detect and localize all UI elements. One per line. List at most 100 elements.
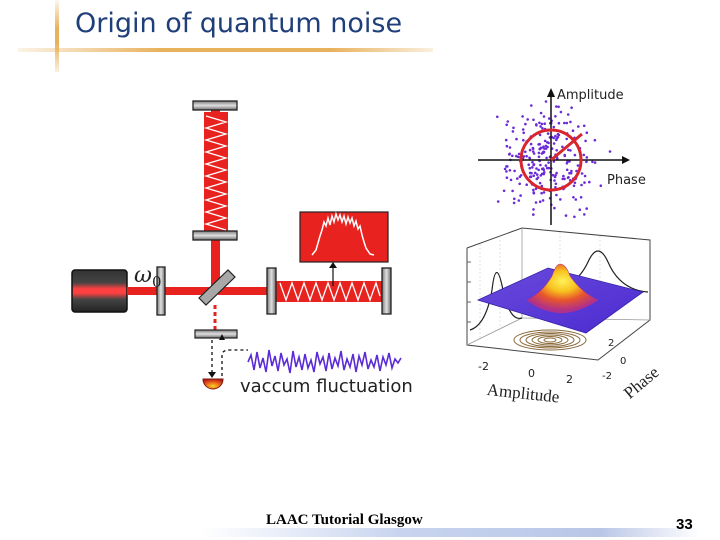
phasor-point bbox=[567, 148, 570, 152]
title-accent-vertical bbox=[55, 0, 59, 72]
phasor-point bbox=[496, 200, 500, 203]
omega-subscript: 0 bbox=[151, 273, 162, 291]
phasor-point bbox=[538, 200, 542, 203]
phasor-point bbox=[541, 127, 544, 130]
input-beam bbox=[127, 287, 215, 295]
phasor-point bbox=[540, 122, 544, 126]
uncertainty-circle bbox=[519, 128, 583, 192]
phasor-point bbox=[569, 120, 572, 124]
phasor-point bbox=[512, 201, 516, 205]
phasor-point bbox=[545, 156, 548, 160]
phasor-point bbox=[576, 164, 580, 167]
phasor-y-label: Amplitude bbox=[557, 88, 624, 103]
phasor-point bbox=[529, 142, 533, 146]
phasor-point bbox=[566, 160, 569, 163]
end-mirror-vertical bbox=[192, 100, 238, 111]
phasor-point bbox=[593, 138, 597, 142]
phasor-point bbox=[536, 176, 540, 179]
title-accent-horizontal bbox=[18, 48, 433, 52]
phasor-point bbox=[572, 184, 576, 188]
phasor-point bbox=[577, 125, 580, 128]
phasor-point bbox=[544, 100, 548, 103]
phasor-point bbox=[505, 170, 508, 173]
wigner-y-tick-1: 0 bbox=[620, 356, 627, 367]
phasor-point bbox=[505, 176, 509, 179]
phasor-point bbox=[505, 123, 509, 127]
phasor-point bbox=[531, 160, 534, 164]
phasor-point bbox=[531, 166, 534, 169]
phasor-point bbox=[551, 173, 555, 177]
phasor-point bbox=[518, 182, 521, 186]
phasor-point bbox=[542, 168, 546, 172]
phasor-point bbox=[553, 179, 556, 182]
phasor-point bbox=[580, 172, 584, 175]
end-mirror-horizontal bbox=[381, 267, 392, 315]
phasor-point bbox=[532, 163, 535, 167]
phasor-point bbox=[565, 168, 569, 172]
phasor-point bbox=[508, 169, 512, 172]
phasor-point bbox=[578, 208, 582, 211]
phasor-point bbox=[546, 145, 549, 149]
phasor-point bbox=[538, 147, 541, 151]
phasor-point bbox=[573, 215, 576, 219]
phasor-point bbox=[570, 106, 573, 109]
phasor-point bbox=[571, 129, 575, 132]
phasor-point bbox=[585, 156, 589, 159]
vacuum-path bbox=[221, 349, 248, 376]
phasor-point bbox=[582, 124, 586, 128]
phasor-point bbox=[542, 115, 546, 118]
phasor-point bbox=[519, 174, 523, 177]
omega-symbol: ω bbox=[134, 263, 152, 288]
phasor-point bbox=[565, 137, 568, 141]
vertical-cavity-wave bbox=[203, 115, 229, 231]
phasor-point bbox=[546, 141, 549, 144]
phasor-point bbox=[552, 125, 556, 129]
phasor-point bbox=[541, 199, 545, 202]
phasor-point bbox=[547, 117, 551, 120]
wigner-contours bbox=[513, 329, 587, 351]
page-number: 33 bbox=[676, 516, 693, 533]
phasor-point bbox=[582, 153, 586, 157]
phasor-point bbox=[511, 189, 514, 193]
phasor-point bbox=[535, 173, 539, 176]
phasor-point bbox=[539, 163, 542, 167]
phasor-point bbox=[515, 154, 518, 158]
phasor-point bbox=[542, 145, 545, 148]
beam-splitter bbox=[198, 269, 236, 306]
phasor-point bbox=[533, 171, 537, 175]
signal-recycling-mirror bbox=[194, 329, 238, 339]
phasor-point bbox=[528, 175, 532, 178]
phasor-point bbox=[532, 118, 535, 122]
phasor-point bbox=[512, 126, 515, 130]
phasor-point bbox=[547, 161, 550, 164]
phasor-point bbox=[540, 184, 544, 188]
phasor-point bbox=[539, 125, 542, 128]
wigner-x-tick-1: 0 bbox=[528, 367, 535, 380]
phasor-point bbox=[545, 166, 549, 170]
phasor-point bbox=[574, 198, 578, 201]
phasor-point bbox=[554, 186, 557, 189]
input-mirror-vertical bbox=[192, 230, 238, 241]
phasor-point bbox=[566, 176, 570, 180]
phasor-point bbox=[566, 113, 570, 116]
phasor-point bbox=[559, 110, 563, 114]
phasor-point bbox=[585, 160, 588, 164]
phasor-point bbox=[531, 147, 535, 151]
footer-band bbox=[200, 528, 700, 537]
phasor-point bbox=[534, 201, 538, 204]
phasor-point bbox=[561, 145, 564, 149]
input-mirror-horizontal bbox=[266, 267, 277, 315]
phasor-point bbox=[555, 137, 558, 140]
phasor-point bbox=[542, 191, 546, 194]
phasor-point bbox=[573, 181, 577, 185]
phasor-point bbox=[553, 175, 557, 179]
phasor-point bbox=[585, 207, 588, 210]
phasor-point bbox=[524, 122, 527, 126]
phasor-point bbox=[572, 196, 575, 199]
phasor-point bbox=[579, 196, 583, 199]
phasor-point bbox=[535, 167, 538, 170]
phasor-point bbox=[608, 150, 612, 153]
